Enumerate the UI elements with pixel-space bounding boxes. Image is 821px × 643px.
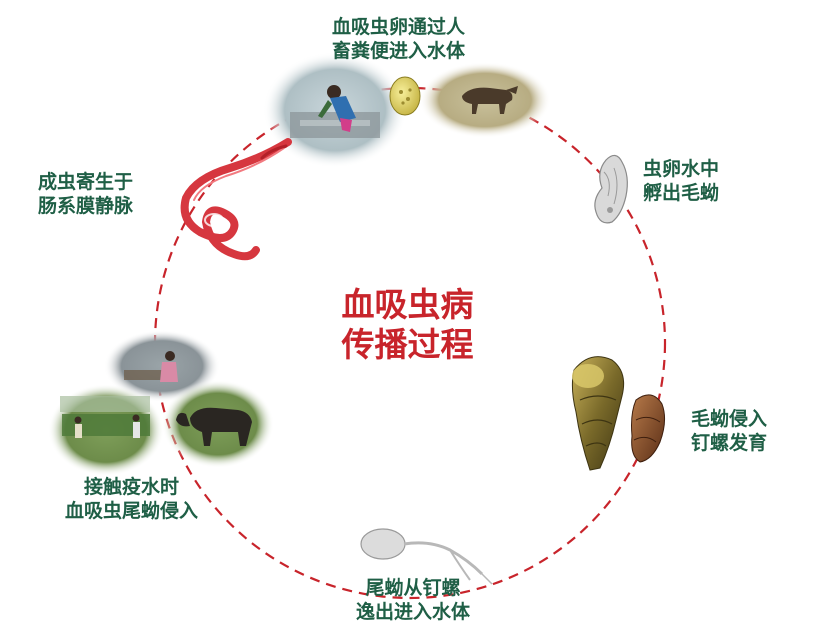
diagram-title: 血吸虫病 传播过程	[300, 285, 515, 365]
label-worm-line1: 成虫寄生于	[38, 171, 134, 193]
label-adult-worm: 成虫寄生于 肠系膜静脉	[38, 170, 133, 218]
label-human-line1: 接触疫水时	[84, 476, 180, 498]
label-snail-line1: 毛蚴侵入	[691, 408, 768, 430]
label-eggs-line2: 畜粪便进入水体	[332, 40, 466, 62]
label-eggs-line1: 血吸虫卵通过人	[332, 16, 466, 38]
miracidium-icon	[594, 154, 628, 224]
label-snail-infection: 毛蚴侵入 钉螺发育	[691, 407, 767, 455]
snail-icon	[571, 356, 666, 471]
cercaria-icon	[360, 528, 493, 585]
label-snail-line2: 钉螺发育	[691, 432, 768, 454]
label-worm-line2: 肠系膜静脉	[38, 195, 134, 217]
egg-icon	[389, 76, 421, 116]
label-cercaria-release: 尾蚴从钉螺 逸出进入水体	[356, 576, 470, 624]
label-human-infection: 接触疫水时 血吸虫尾蚴侵入	[65, 475, 198, 523]
label-cercaria-line2: 逸出进入水体	[356, 601, 471, 623]
buffalo-image	[419, 62, 551, 138]
label-miracidium-hatch: 虫卵水中 孵出毛蚴	[643, 157, 719, 205]
person-washing-image	[263, 52, 407, 168]
label-human-line2: 血吸虫尾蚴侵入	[65, 500, 199, 522]
label-cercaria-line1: 尾蚴从钉螺	[365, 577, 461, 599]
human-contact-images	[48, 330, 274, 476]
label-miracidium-line1: 虫卵水中	[643, 158, 720, 180]
label-eggs-in-water: 血吸虫卵通过人 畜粪便进入水体	[332, 15, 465, 63]
worm-icon	[180, 138, 292, 261]
title-line1: 血吸虫病	[341, 285, 474, 324]
label-miracidium-line2: 孵出毛蚴	[643, 182, 720, 204]
title-line2: 传播过程	[341, 325, 474, 364]
